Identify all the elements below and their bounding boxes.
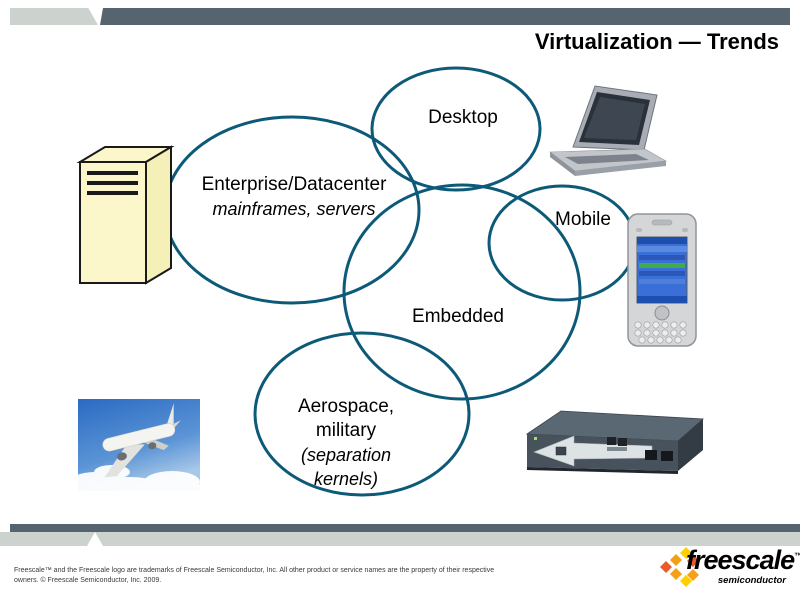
airplane-icon bbox=[69, 399, 210, 501]
freescale-tagline: semiconductor bbox=[717, 575, 786, 586]
aerospace-label-line3: (separation bbox=[300, 445, 392, 465]
freescale-wordmark-text: freescale bbox=[686, 545, 795, 575]
aerospace-label: Aerospace, military (separation kernels) bbox=[261, 395, 431, 491]
server-tower-icon bbox=[76, 145, 175, 285]
footer-disclaimer: Freescale™ and the Freescale logo are tr… bbox=[14, 566, 644, 585]
desktop-ellipse bbox=[370, 66, 542, 192]
bottom-accent-bar-dark bbox=[10, 524, 800, 532]
pda-icon bbox=[627, 213, 697, 347]
footer-disclaimer-line2: owners. © Freescale Semiconductor, Inc. … bbox=[14, 576, 162, 584]
embedded-label: Embedded bbox=[412, 306, 504, 327]
aerospace-label-line4: kernels) bbox=[313, 469, 379, 489]
top-accent-bar bbox=[100, 8, 790, 25]
embedded-ellipse bbox=[342, 183, 582, 401]
footer-disclaimer-line1: Freescale™ and the Freescale logo are tr… bbox=[14, 567, 495, 574]
freescale-tm-mark: ™ bbox=[794, 551, 800, 561]
slide-title: Virtualization — Trends bbox=[534, 29, 779, 54]
enterprise-label-line1: Enterprise/Datacenter bbox=[201, 174, 387, 195]
bottom-bar-notch bbox=[87, 532, 103, 546]
bottom-accent-bar-light bbox=[0, 532, 800, 546]
freescale-wordmark: freescale™ bbox=[686, 545, 800, 576]
freescale-logo: freescale™ semiconductor bbox=[650, 545, 800, 597]
desktop-label: Desktop bbox=[428, 107, 498, 128]
laptop-icon bbox=[549, 85, 667, 176]
aerospace-label-line2: military bbox=[315, 420, 377, 441]
router-icon bbox=[525, 410, 704, 474]
aerospace-ellipse bbox=[253, 331, 471, 497]
mobile-label: Mobile bbox=[555, 209, 611, 230]
freescale-diamonds-icon bbox=[660, 547, 699, 587]
top-left-accent-bar bbox=[10, 8, 98, 25]
enterprise-label-line2: mainframes, servers bbox=[212, 199, 376, 219]
enterprise-label: Enterprise/Datacenter mainframes, server… bbox=[164, 173, 424, 221]
aerospace-label-line1: Aerospace, bbox=[297, 396, 395, 417]
